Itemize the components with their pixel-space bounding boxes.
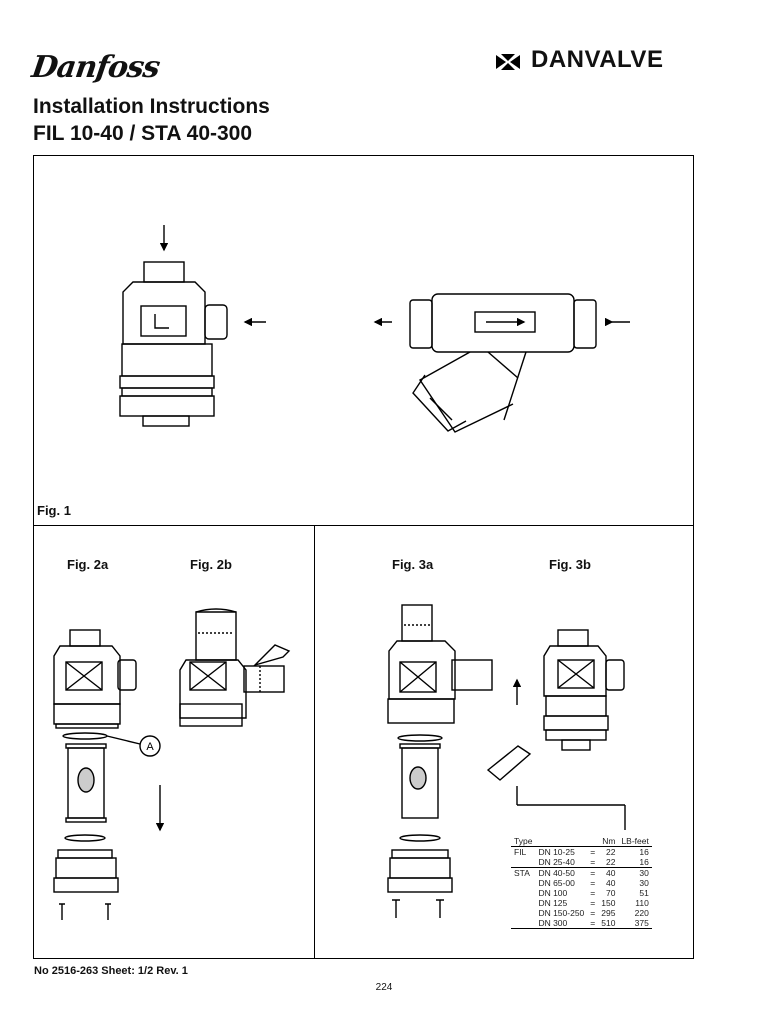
table-row: DN 150-250 = 295 220: [511, 908, 652, 918]
header-nm: Nm: [598, 836, 619, 847]
header-eq: [587, 836, 599, 847]
cell: 150: [601, 898, 616, 908]
fig2b-drawing: [179, 608, 291, 727]
cell: [511, 888, 535, 898]
danvalve-logo: DANVALVE: [495, 46, 663, 74]
table-row: DN 300 = 510 375: [511, 918, 652, 929]
callout-a: A: [146, 741, 154, 753]
table-row: FIL DN 10-25 = 22 16: [511, 847, 652, 858]
cell: 375: [618, 918, 652, 929]
fig3-panel: [314, 525, 694, 959]
cell: =: [590, 847, 596, 857]
cell: 51: [639, 888, 649, 898]
cell: =: [590, 857, 596, 867]
fig3a-label: Fig. 3a: [392, 557, 434, 572]
cell: DN 40-50: [535, 867, 588, 878]
cell: DN 300: [535, 918, 588, 929]
cell: DN 10-25: [538, 847, 575, 857]
fig2a-exploded-drawing: [53, 629, 165, 920]
cell: STA: [511, 867, 536, 878]
table-row: DN 25-40 = 22 16: [511, 857, 652, 868]
cell: 510: [598, 918, 619, 929]
fil-angle-valve-drawing: [119, 225, 266, 427]
danvalve-mark-icon: [496, 54, 520, 70]
cell: DN 125: [538, 898, 568, 908]
fig3b-label: Fig. 3b: [549, 557, 591, 572]
cell: [511, 918, 536, 929]
fig2a-label: Fig. 2a: [67, 557, 109, 572]
cell: 70: [605, 888, 616, 898]
cell: 220: [634, 908, 649, 918]
page-title: Installation Instructions: [33, 95, 270, 118]
cell: 30: [639, 878, 649, 888]
cell: DN 65-00: [538, 878, 575, 888]
cell: 22: [605, 857, 616, 867]
cell: =: [590, 888, 596, 898]
cell: 16: [639, 857, 649, 867]
cell: DN 100: [538, 888, 568, 898]
header-type: Type: [511, 836, 536, 847]
document-reference: No 2516-263 Sheet: 1/2 Rev. 1: [34, 965, 188, 977]
cell: =: [590, 878, 596, 888]
cell: 22: [605, 847, 616, 857]
cell: DN 25-40: [538, 857, 575, 867]
table-header-row: Type Nm LB-feet: [511, 836, 652, 847]
table-row: DN 100 = 70 51: [511, 888, 652, 898]
cell: 40: [605, 878, 616, 888]
sta-y-strainer-drawing: [373, 293, 630, 433]
cell: 295: [601, 908, 616, 918]
cell: 16: [639, 847, 649, 857]
page-subtitle: FIL 10-40 / STA 40-300: [33, 122, 253, 145]
cell: DN 150-250: [538, 908, 585, 918]
cell: FIL: [514, 847, 527, 857]
table-row: DN 125 = 150 110: [511, 898, 652, 908]
cell: 40: [598, 867, 619, 878]
fig1-label: Fig. 1: [37, 503, 71, 518]
danvalve-wordmark: DANVALVE: [531, 46, 664, 73]
page-number: 224: [375, 982, 393, 993]
cell: =: [587, 867, 599, 878]
cell: [511, 898, 535, 908]
table-row: STA DN 40-50 = 40 30: [511, 867, 652, 878]
cell: [511, 857, 535, 868]
cell: 30: [618, 867, 652, 878]
header-lbft: LB-feet: [618, 836, 652, 847]
cell: =: [590, 908, 596, 918]
cell: =: [590, 898, 596, 908]
torque-table: Type Nm LB-feet FIL DN 10-25 = 22 16 DN …: [511, 836, 652, 929]
cell: [511, 878, 535, 888]
fig3b-drawing: [543, 629, 625, 751]
cell: [511, 908, 535, 918]
table-row: DN 65-00 = 40 30: [511, 878, 652, 888]
cell: 110: [635, 898, 649, 908]
fig2b-label: Fig. 2b: [190, 557, 232, 572]
cell: =: [587, 918, 599, 929]
header-size: [535, 836, 588, 847]
fig3a-drawing: [387, 604, 626, 918]
